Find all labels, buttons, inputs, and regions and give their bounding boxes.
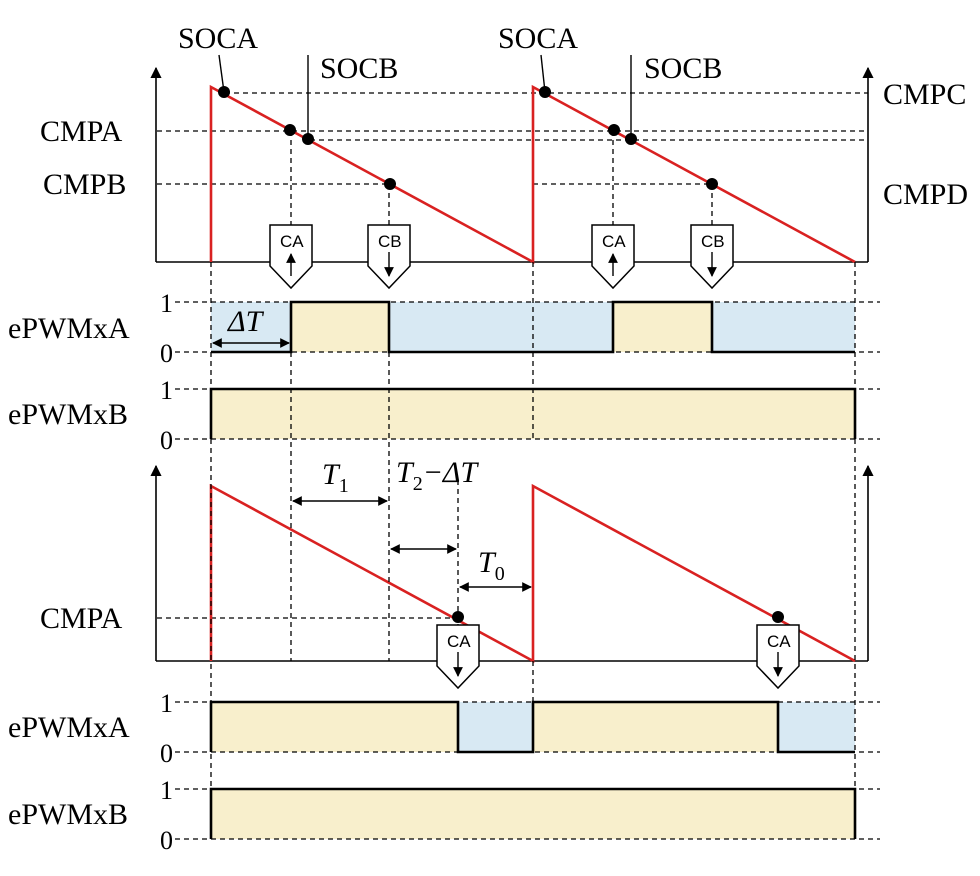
delta-t-label: ΔT — [227, 305, 265, 338]
low-region — [712, 302, 855, 352]
ca-event-tag-2: CA — [591, 224, 635, 290]
high-region — [211, 702, 458, 752]
t0-label: T0 — [478, 546, 505, 585]
epwmxa-signal — [209, 700, 855, 754]
soca-label-2: SOCA — [498, 22, 578, 55]
svg-text:CA: CA — [280, 232, 304, 251]
tick-0: 0 — [160, 739, 173, 768]
cmpa-point-2 — [608, 124, 620, 136]
top-event-tags: CA CB CA CB — [269, 224, 734, 290]
socb-label: SOCB — [320, 52, 398, 85]
ca-event-tag: CA — [436, 624, 480, 690]
epwmxa-signal — [211, 300, 855, 354]
ca-event-tag: CA — [269, 224, 313, 290]
high-region — [533, 702, 778, 752]
svg-text:CA: CA — [767, 632, 791, 651]
top-epwmxb-waveform: ePWMxB 1 0 — [8, 376, 880, 455]
svg-text:CB: CB — [701, 232, 725, 251]
t1-label: T1 — [322, 458, 349, 497]
bottom-event-tags: CA CA — [436, 624, 800, 690]
socb-label-2: SOCB — [644, 52, 722, 85]
cmpc-label: CMPC — [883, 78, 966, 111]
top-epwmxa-fills — [211, 302, 855, 352]
soca-label: SOCA — [178, 22, 258, 55]
tick-1: 1 — [160, 376, 173, 405]
epwmxb-label: ePWMxB — [8, 798, 128, 831]
cmpa-label: CMPA — [40, 602, 123, 635]
tick-1: 1 — [160, 689, 173, 718]
svg-text:CA: CA — [602, 232, 626, 251]
cmpb-point — [384, 178, 396, 190]
bottom-epwmxb-fill — [211, 789, 855, 839]
top-counter-panel: SOCA SOCB SOCA SOCB CMPA CMPB CMPC CMPD — [40, 22, 968, 439]
cb-event-tag: CB — [367, 224, 411, 290]
top-epwmxa-waveform: ΔT ePWMxA 1 0 — [8, 289, 880, 368]
svg-text:CB: CB — [378, 232, 402, 251]
top-epwmxb-fill — [211, 389, 855, 439]
soca-leader-2 — [540, 54, 546, 93]
t2-minus-delta-t-label: T2−ΔT — [396, 456, 480, 495]
cmpb-label: CMPB — [43, 168, 126, 201]
bottom-epwmxa-waveform: ePWMxA 1 0 — [8, 689, 880, 768]
svg-text:CA: CA — [447, 632, 471, 651]
epwmxb-signal — [209, 787, 857, 839]
tick-0: 0 — [160, 826, 173, 855]
top-guides — [210, 131, 856, 439]
bottom-guides — [210, 352, 856, 839]
cmpa-point — [284, 124, 296, 136]
epwmxa-label: ePWMxA — [8, 711, 130, 744]
low-region — [458, 702, 533, 752]
cb-event-tag-2: CB — [690, 224, 734, 290]
cmpd-label: CMPD — [883, 178, 968, 211]
soca-leader — [218, 54, 225, 93]
tick-0: 0 — [160, 339, 173, 368]
tick-1: 1 — [160, 776, 173, 805]
cmpa-label: CMPA — [40, 115, 123, 148]
low-region — [778, 702, 855, 752]
high-region — [613, 302, 712, 352]
bottom-epwmxb-waveform: ePWMxB 1 0 — [8, 776, 880, 855]
epwmxa-label: ePWMxA — [8, 312, 130, 345]
tick-1: 1 — [160, 289, 173, 318]
epwmxb-label: ePWMxB — [8, 398, 128, 431]
tick-0: 0 — [160, 426, 173, 455]
high-region — [291, 302, 389, 352]
cmpa-point-2 — [772, 611, 784, 623]
low-region — [389, 302, 613, 352]
ca-event-tag-2: CA — [756, 624, 800, 690]
